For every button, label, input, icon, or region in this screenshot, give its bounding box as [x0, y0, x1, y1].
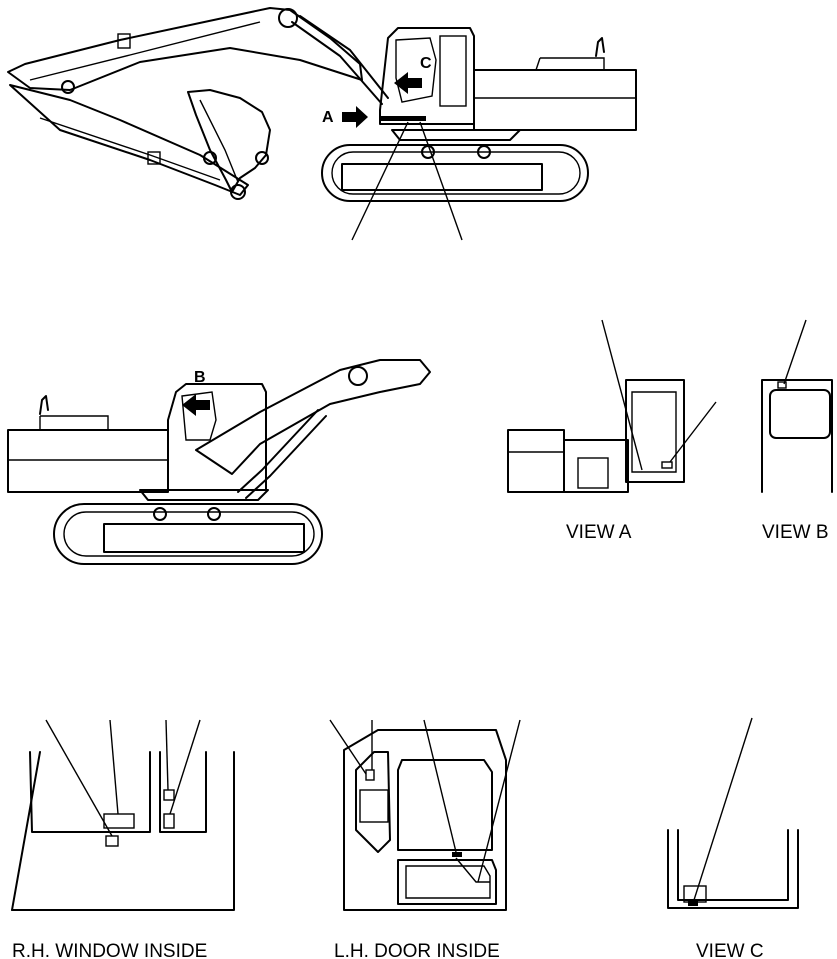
boom: [7, 7, 363, 91]
view-b-drawing: VIEW B: [761, 319, 833, 543]
excavator-right-view: B: [7, 359, 431, 565]
view-b-caption: VIEW B: [762, 522, 829, 543]
view-c-drawing: VIEW C: [667, 717, 799, 959]
lh-door-inside-caption: L.H. DOOR INSIDE: [334, 941, 500, 959]
view-a-arrow-icon: [342, 106, 368, 128]
view-c-arrow-icon: [394, 72, 422, 94]
view-c-caption: VIEW C: [696, 941, 764, 959]
rh-window-inside-caption: R.H. WINDOW INSIDE: [12, 941, 207, 959]
rh-window-inside-drawing: R.H. WINDOW INSIDE: [11, 719, 235, 959]
decal-frame: [380, 116, 426, 121]
track: [321, 144, 589, 202]
lh-door-inside-drawing: L.H. DOOR INSIDE: [329, 719, 521, 959]
cab: [379, 27, 475, 125]
view-c-callout: C: [420, 55, 432, 72]
view-b-callout: B: [194, 369, 206, 386]
excavator-left-view: A C: [7, 7, 637, 241]
bucket: [187, 89, 271, 193]
view-a-caption: VIEW A: [566, 522, 632, 543]
view-a-callout: A: [322, 109, 334, 126]
view-a-drawing: VIEW A: [507, 319, 717, 543]
view-b-arrow-icon: [182, 394, 210, 416]
arm: [9, 84, 249, 196]
